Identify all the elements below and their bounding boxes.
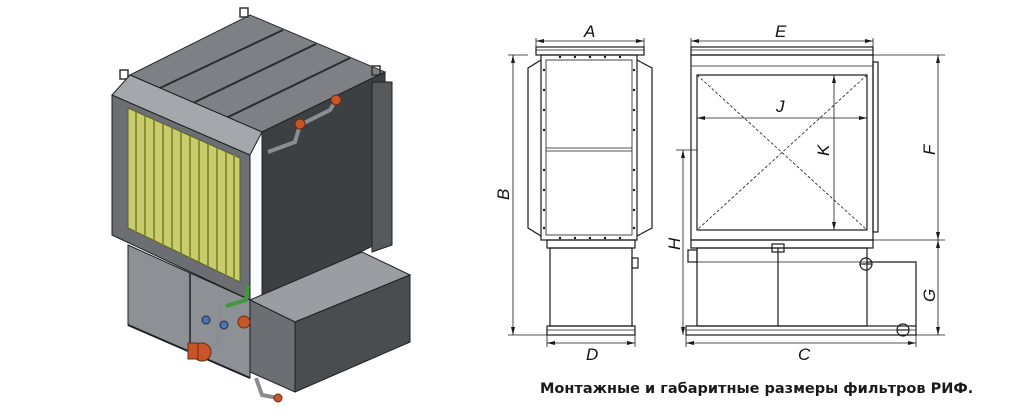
dim-label-d: D bbox=[586, 345, 598, 364]
dim-label-g: G bbox=[920, 289, 939, 302]
filter-panel bbox=[127, 107, 241, 283]
filter-3d-render bbox=[111, 7, 412, 403]
front-view-arrows bbox=[681, 39, 940, 345]
dim-label-a: A bbox=[583, 22, 595, 41]
dim-label-f: F bbox=[920, 143, 939, 155]
dim-label-k: K bbox=[814, 144, 833, 156]
side-view-dimensions bbox=[508, 38, 645, 347]
side-view-bolts bbox=[542, 55, 636, 240]
side-view-drawing bbox=[527, 46, 653, 336]
green-pipe bbox=[225, 285, 250, 308]
dim-label-c: C bbox=[798, 345, 811, 364]
dim-label-j: J bbox=[775, 97, 785, 116]
dim-label-b: B bbox=[494, 189, 513, 200]
front-view-dimensions bbox=[676, 38, 945, 347]
front-view-fittings bbox=[859, 257, 910, 337]
front-view-drawing bbox=[685, 46, 917, 336]
side-view-arrows bbox=[511, 39, 644, 345]
figure-caption: Монтажные и габаритные размеры фильтров … bbox=[540, 381, 974, 397]
dim-label-h: H bbox=[665, 237, 684, 250]
fitting-top-icon bbox=[294, 118, 306, 130]
dim-label-e: E bbox=[775, 22, 787, 41]
